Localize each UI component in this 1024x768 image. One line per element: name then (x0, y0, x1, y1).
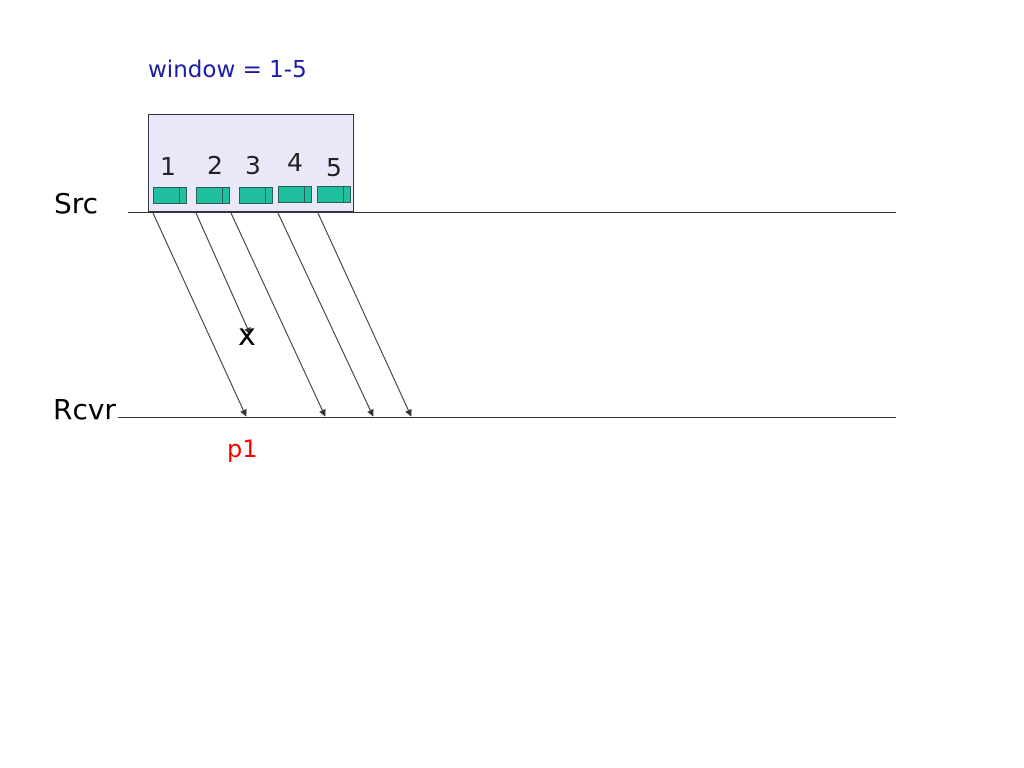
packet-arrow-4 (277, 212, 374, 417)
window-label: window = 1-5 (148, 57, 307, 83)
packet-arrow-1 (152, 212, 247, 417)
packet-arrow-2-lost (195, 212, 251, 335)
packet-slot-1 (153, 187, 187, 204)
slot-number-3: 3 (245, 151, 261, 180)
packet-arrow-5 (317, 212, 412, 417)
packet-slot-2 (196, 187, 230, 204)
received-packet-label: p1 (227, 435, 258, 463)
packet-slot-3 (239, 187, 273, 204)
packet-slot-5 (317, 186, 351, 203)
slot-number-4: 4 (287, 148, 303, 177)
slot-number-5: 5 (326, 153, 342, 182)
lost-packet-marker: x (238, 318, 256, 353)
slot-number-1: 1 (160, 152, 176, 181)
src-label: Src (54, 187, 99, 220)
packet-arrow-3 (230, 212, 326, 417)
slot-number-2: 2 (207, 151, 223, 180)
rcvr-label: Rcvr (53, 393, 116, 426)
packet-slot-4 (278, 186, 312, 203)
